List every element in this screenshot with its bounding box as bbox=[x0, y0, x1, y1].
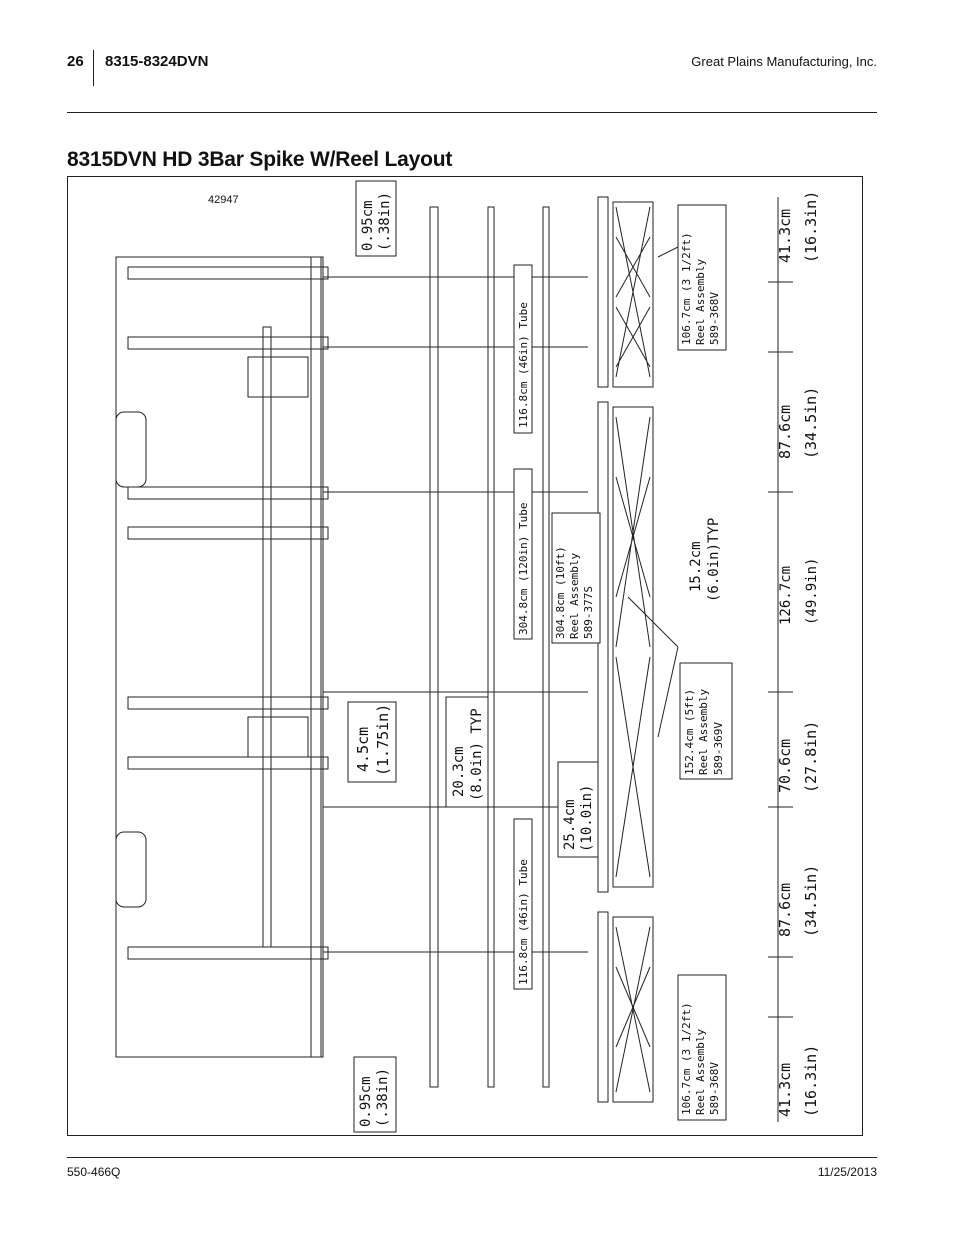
label-spacing-b: 20.3cm (8.0in) TYP bbox=[445, 696, 489, 808]
label-reel-mid: 304.8cm (10ft) Reel Assembly 589-377S bbox=[551, 512, 601, 644]
layout-diagram: 42947 0.95cm (.38in) 0.95cm (.38in) 4.5c… bbox=[115, 180, 820, 1133]
svg-text:(6.0in)TYP: (6.0in)TYP bbox=[706, 518, 722, 602]
label-reel-top: 106.7cm (3 1/2ft) Reel Assembly 589-368V bbox=[677, 204, 727, 351]
svg-text:0.95cm: 0.95cm bbox=[360, 200, 376, 251]
label-tube-bottom: 116.8cm (46in) Tube bbox=[513, 818, 533, 990]
svg-text:15.2cm: 15.2cm bbox=[688, 541, 704, 592]
svg-text:Reel Assembly: Reel Assembly bbox=[697, 689, 710, 775]
svg-text:(.38in): (.38in) bbox=[375, 1068, 391, 1127]
dim-5: 87.6cm bbox=[776, 883, 794, 937]
page-number: 26 bbox=[67, 53, 84, 70]
dim-4-in: (27.8in) bbox=[802, 721, 820, 793]
svg-text:106.7cm (3 1/2ft): 106.7cm (3 1/2ft) bbox=[680, 1002, 693, 1115]
svg-text:152.4cm (5ft): 152.4cm (5ft) bbox=[683, 689, 696, 775]
svg-text:304.8cm (10ft): 304.8cm (10ft) bbox=[554, 546, 567, 639]
svg-text:106.7cm (3 1/2ft): 106.7cm (3 1/2ft) bbox=[680, 232, 693, 345]
figure-id: 42947 bbox=[208, 194, 239, 206]
svg-text:116.8cm (46in) Tube: 116.8cm (46in) Tube bbox=[517, 302, 530, 428]
svg-text:(8.0in) TYP: (8.0in) TYP bbox=[469, 708, 485, 801]
label-reel-gap: 15.2cm (6.0in)TYP bbox=[688, 518, 722, 602]
svg-text:116.8cm (46in) Tube: 116.8cm (46in) Tube bbox=[517, 859, 530, 985]
svg-text:(10.0in): (10.0in) bbox=[579, 785, 595, 852]
svg-text:(1.75in): (1.75in) bbox=[374, 704, 392, 776]
page-title: 8315DVN HD 3Bar Spike W/Reel Layout bbox=[67, 148, 453, 171]
document-number: 550-466Q bbox=[67, 1165, 121, 1179]
footer-rule bbox=[67, 1157, 877, 1158]
svg-text:589-369V: 589-369V bbox=[712, 722, 725, 775]
header-divider bbox=[93, 50, 94, 86]
company-name: Great Plains Manufacturing, Inc. bbox=[691, 54, 877, 69]
dimension-labels: 41.3cm (16.3in) 87.6cm (34.5in) 126.7cm … bbox=[776, 191, 820, 1117]
svg-text:4.5cm: 4.5cm bbox=[354, 727, 372, 772]
dim-3: 126.7cm bbox=[778, 566, 794, 625]
dim-2: 87.6cm bbox=[776, 405, 794, 459]
dim-2-in: (34.5in) bbox=[802, 387, 820, 459]
svg-text:25.4cm: 25.4cm bbox=[562, 799, 578, 850]
svg-text:(.38in): (.38in) bbox=[377, 192, 393, 251]
label-gap-top: 0.95cm (.38in) bbox=[355, 180, 397, 257]
model-name: 8315-8324DVN bbox=[105, 53, 209, 70]
svg-text:Reel Assembly: Reel Assembly bbox=[568, 553, 581, 639]
svg-text:589-368V: 589-368V bbox=[708, 292, 721, 345]
page-header: 26 8315-8324DVN Great Plains Manufacturi… bbox=[67, 50, 877, 90]
document-date: 11/25/2013 bbox=[817, 1165, 877, 1179]
dim-3-in: (49.9in) bbox=[804, 558, 820, 625]
svg-text:Reel Assembly: Reel Assembly bbox=[694, 1029, 707, 1115]
svg-text:0.95cm: 0.95cm bbox=[358, 1076, 374, 1127]
dim-1: 41.3cm bbox=[776, 209, 794, 263]
header-rule bbox=[67, 112, 877, 113]
layout-figure: 42947 0.95cm (.38in) 0.95cm (.38in) 4.5c… bbox=[67, 176, 863, 1136]
label-spacing-c: 25.4cm (10.0in) bbox=[557, 761, 599, 858]
svg-text:589-368V: 589-368V bbox=[708, 1062, 721, 1115]
dim-6-in: (16.3in) bbox=[802, 1045, 820, 1117]
dim-6: 41.3cm bbox=[776, 1063, 794, 1117]
svg-text:304.8cm (120in) Tube: 304.8cm (120in) Tube bbox=[517, 503, 530, 635]
dim-5-in: (34.5in) bbox=[802, 865, 820, 937]
svg-text:20.3cm: 20.3cm bbox=[451, 746, 467, 797]
label-tube-mid: 304.8cm (120in) Tube bbox=[513, 468, 533, 640]
label-tube-top: 116.8cm (46in) Tube bbox=[513, 264, 533, 434]
label-spacing-a: 4.5cm (1.75in) bbox=[347, 701, 397, 783]
dim-4: 70.6cm bbox=[776, 739, 794, 793]
label-reel-bottom: 106.7cm (3 1/2ft) Reel Assembly 589-368V bbox=[677, 974, 727, 1121]
label-gap-bottom: 0.95cm (.38in) bbox=[353, 1056, 397, 1133]
label-reel-5ft: 152.4cm (5ft) Reel Assembly 589-369V bbox=[679, 662, 733, 780]
svg-text:Reel Assembly: Reel Assembly bbox=[694, 259, 707, 345]
dim-1-in: (16.3in) bbox=[802, 191, 820, 263]
svg-text:589-377S: 589-377S bbox=[582, 586, 595, 639]
